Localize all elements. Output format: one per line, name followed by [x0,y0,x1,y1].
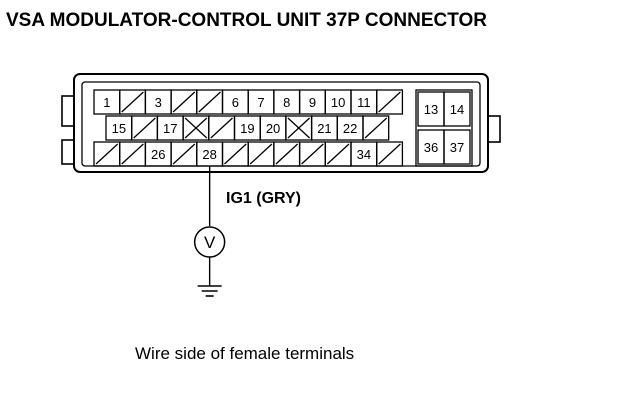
terminal-number: 20 [266,121,280,136]
voltmeter-symbol: V [204,233,216,252]
diagram-title: VSA MODULATOR-CONTROL UNIT 37P CONNECTOR [6,10,488,31]
terminal-number: 13 [424,102,438,117]
terminal-number: 15 [112,121,126,136]
right-latch [487,115,501,143]
terminal-number: 3 [155,95,162,110]
terminal-number: 1 [103,95,110,110]
terminal-number: 26 [151,147,165,162]
unused-terminal-mark [210,117,233,139]
terminal-cavity [376,89,404,115]
terminal-number: 11 [357,95,371,110]
terminal-cavity [362,115,390,141]
blocked-terminal-mark [287,117,311,139]
unused-terminal-mark [326,143,350,165]
left-latch-lower [61,139,75,165]
wire-label: IG1 (GRY) [226,190,301,207]
terminal-number: 22 [343,121,357,136]
unused-terminal-mark [249,143,273,165]
unused-terminal-mark [133,117,156,139]
terminal-number: 8 [283,95,290,110]
terminal-cavity [443,129,471,165]
unused-terminal-mark [378,143,401,165]
unused-terminal-mark [172,143,196,165]
unused-terminal-mark [121,91,144,113]
blocked-terminal-mark [184,117,208,139]
terminal-cavity [443,91,471,127]
unused-terminal-mark [364,117,388,139]
unused-terminal-mark [275,143,299,165]
unused-terminal-mark [172,91,196,113]
terminal-number: 6 [232,95,239,110]
left-latch-upper [61,95,75,127]
terminal-number: 28 [202,147,216,162]
terminal-number: 17 [163,121,177,136]
unused-terminal-mark [198,91,221,113]
terminal-number: 36 [424,140,438,155]
terminal-number: 7 [257,95,264,110]
unused-terminal-mark [121,143,144,165]
connector-inner-frame [81,81,481,167]
unused-terminal-mark [301,143,324,165]
terminal-cavity [376,141,404,167]
terminal-number: 9 [309,95,316,110]
terminal-number: 19 [240,121,254,136]
terminal-number: 34 [357,147,371,162]
unused-terminal-mark [378,91,401,113]
terminal-number: 14 [450,102,464,117]
diagram-caption: Wire side of female terminals [135,344,355,363]
terminal-number: 37 [450,140,464,155]
connector-housing [73,73,489,173]
terminal-number: 10 [331,95,345,110]
right-terminal-block [415,89,473,167]
unused-terminal-mark [95,143,119,165]
unused-terminal-mark [224,143,247,165]
terminal-number: 21 [317,121,331,136]
